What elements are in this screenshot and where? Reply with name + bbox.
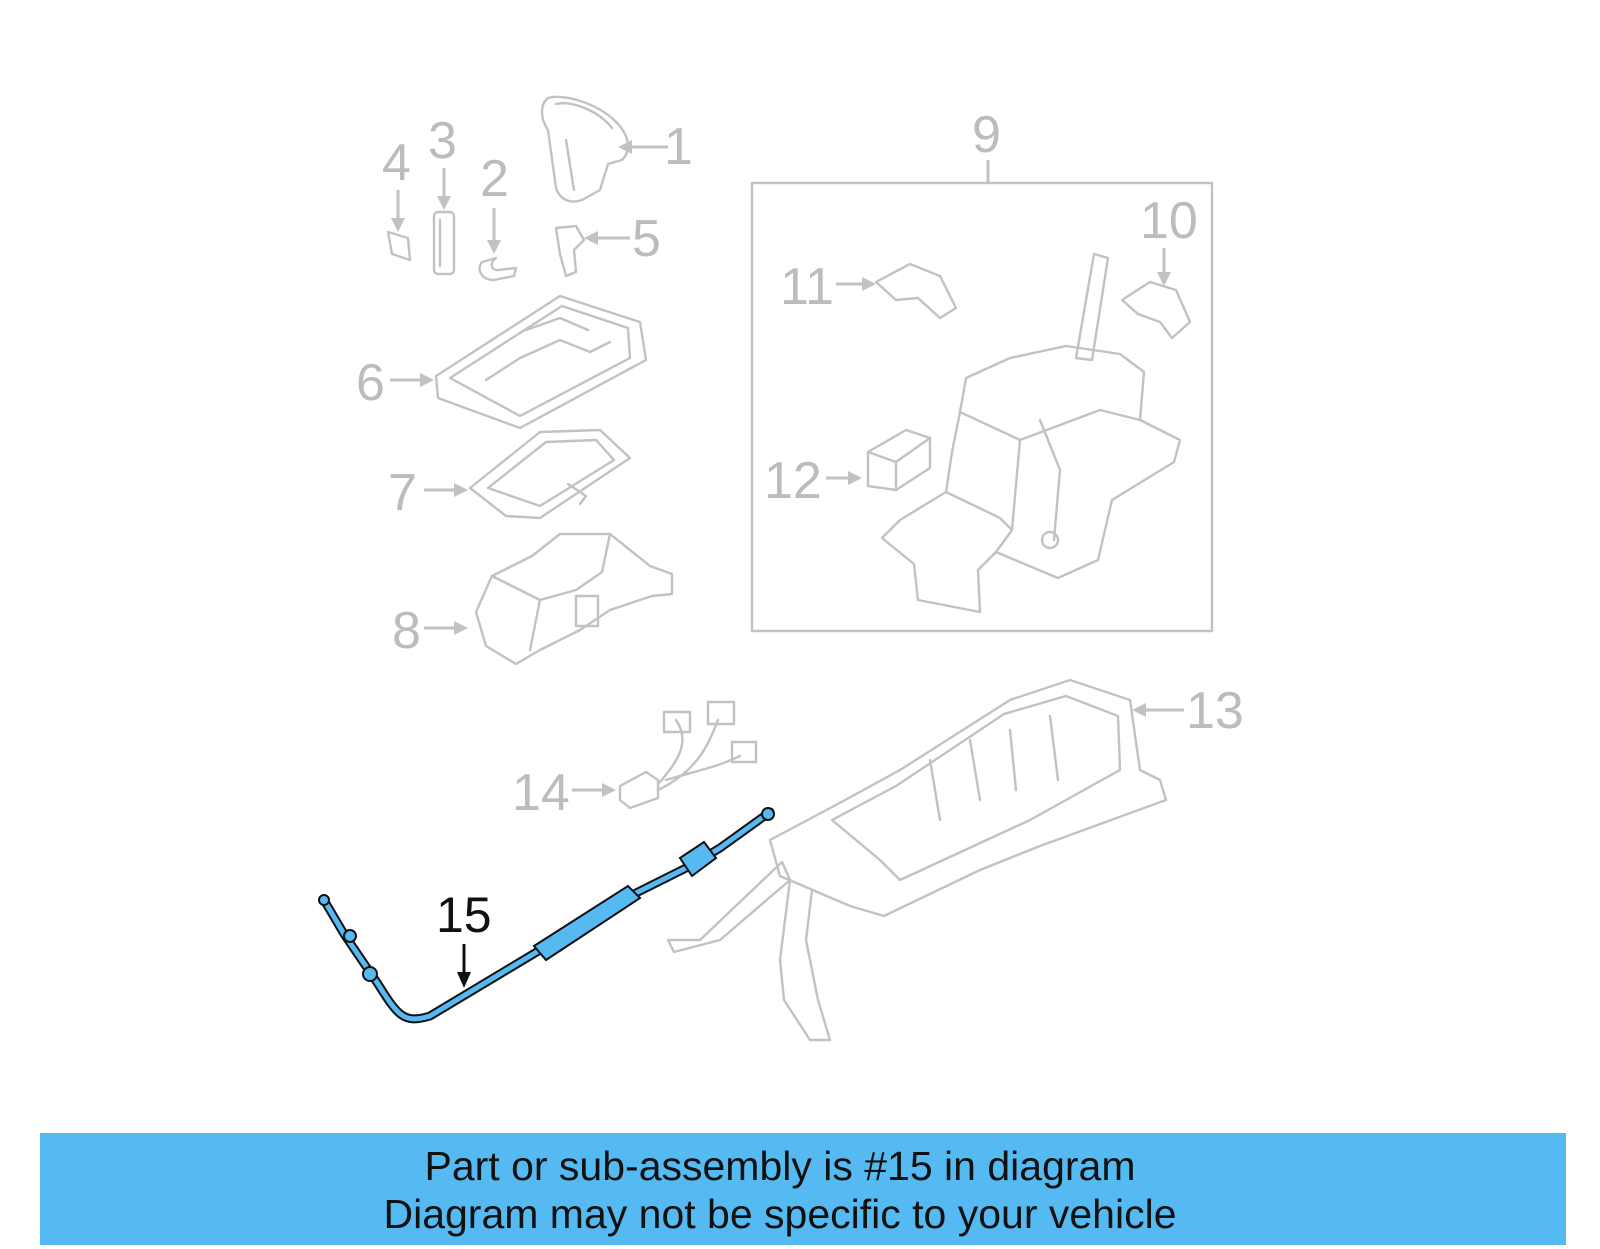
callout-3: 3 bbox=[428, 112, 457, 170]
callout-11: 11 bbox=[780, 258, 834, 316]
part-10-bracket[interactable] bbox=[1120, 280, 1192, 340]
part-5-button[interactable] bbox=[554, 224, 586, 278]
part-14-wire-harness[interactable] bbox=[618, 700, 758, 810]
part-3-insert[interactable] bbox=[432, 210, 456, 276]
callout-14: 14 bbox=[512, 764, 570, 822]
part-9-assembly-frame[interactable] bbox=[750, 181, 1214, 633]
info-banner: Part or sub-assembly is #15 in diagram D… bbox=[40, 1133, 1566, 1245]
callout-1: 1 bbox=[664, 118, 693, 176]
part-6-indicator-bezel[interactable] bbox=[434, 294, 648, 430]
callout-4: 4 bbox=[382, 134, 411, 192]
banner-line-1: Part or sub-assembly is #15 in diagram bbox=[424, 1143, 1136, 1189]
callout-9: 9 bbox=[972, 106, 1001, 164]
callout-2: 2 bbox=[480, 150, 509, 208]
callout-6: 6 bbox=[356, 354, 385, 412]
part-8-cover-bracket[interactable] bbox=[474, 532, 674, 666]
callout-8: 8 bbox=[392, 602, 421, 660]
part-7-indicator-plate[interactable] bbox=[468, 428, 632, 520]
callout-5: 5 bbox=[632, 210, 661, 268]
part-15-shift-cable[interactable] bbox=[318, 807, 775, 1024]
callout-7: 7 bbox=[388, 464, 417, 522]
shifter-housing bbox=[880, 252, 1182, 614]
banner-line-2: Diagram may not be specific to your vehi… bbox=[383, 1191, 1177, 1237]
part-13-console-base[interactable] bbox=[666, 678, 1168, 1042]
callout-12: 12 bbox=[764, 452, 822, 510]
part-4-cap[interactable] bbox=[386, 230, 412, 262]
part-2-clip[interactable] bbox=[478, 256, 518, 282]
callout-13: 13 bbox=[1186, 682, 1244, 740]
part-12-solenoid[interactable] bbox=[866, 428, 932, 492]
part-11-bracket[interactable] bbox=[874, 262, 958, 320]
part-1-shift-knob[interactable] bbox=[540, 95, 630, 203]
callout-15: 15 bbox=[436, 887, 492, 943]
callout-10: 10 bbox=[1140, 192, 1198, 250]
